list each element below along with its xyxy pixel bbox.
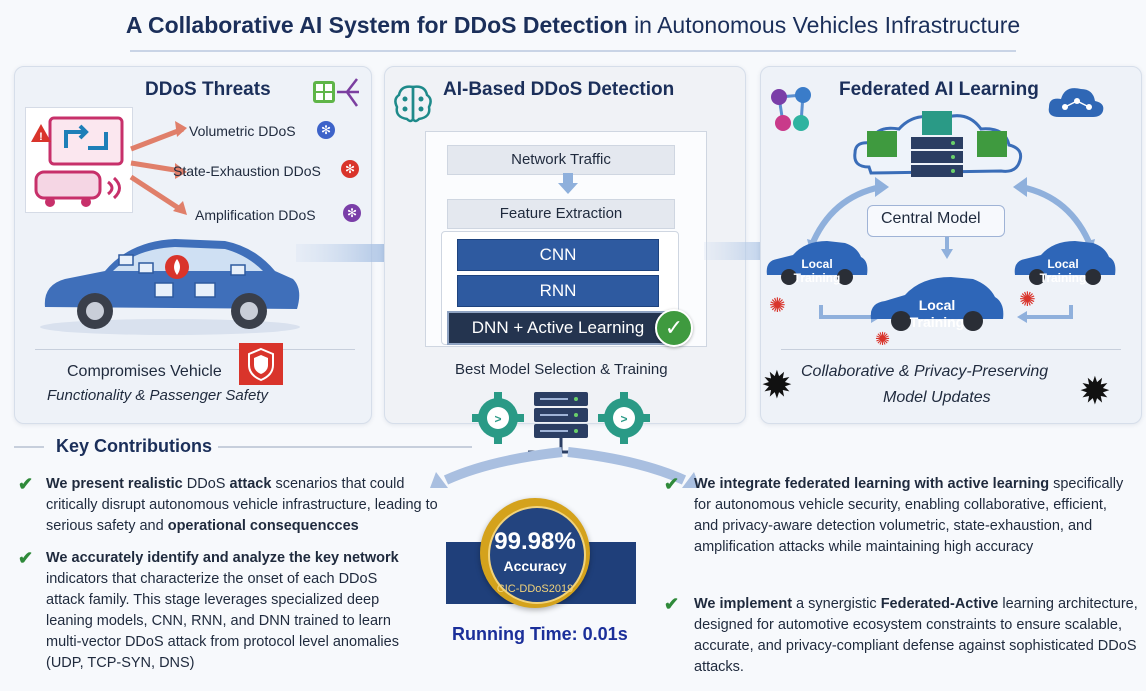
local-training-right: Local Training <box>1039 257 1087 285</box>
central-model-box <box>867 205 1005 237</box>
distribution-arrows <box>430 447 700 488</box>
volumetric-virus-icon: ✻ <box>317 121 335 139</box>
key-contributions-line-right <box>218 446 472 448</box>
threat-marker-right: ✺ <box>1019 289 1036 311</box>
panel-threats-title: DDoS Threats <box>145 79 271 100</box>
brain-circuit-icon <box>394 85 432 123</box>
check-icon-right-2: ✔ <box>664 594 680 614</box>
panel-ai-detection: AI-Based DDoS Detection Network Traffic … <box>384 66 746 424</box>
svg-text:!: ! <box>39 131 43 143</box>
central-model-label: Central Model <box>881 210 981 227</box>
key-contributions-heading: Key Contributions <box>56 436 212 456</box>
local-training-center: Local Training <box>909 297 965 330</box>
vehicle-left <box>766 241 868 285</box>
threats-divider <box>35 349 355 350</box>
accuracy-value: 99.98% <box>494 528 576 555</box>
network-traffic-box: Network Traffic <box>447 145 675 175</box>
panel-federated-title: Federated AI Learning <box>839 79 1039 100</box>
check-badge-icon: ✓ <box>655 309 693 347</box>
virus-icon-left: ✹ <box>761 365 793 407</box>
contribution-left-1: We present realistic DDoS attack scenari… <box>46 476 438 534</box>
title-bold: A Collaborative AI System for DDoS Detec… <box>125 12 628 38</box>
state-exhaustion-virus-icon: ✻ <box>341 160 359 178</box>
down-arrow <box>558 173 578 194</box>
federated-nodes-icon <box>771 87 811 131</box>
central-server-cloud <box>853 111 1023 177</box>
best-model-label: Best Model Selection & Training <box>455 361 668 378</box>
feature-extraction-box: Feature Extraction <box>447 199 675 229</box>
check-icon-left-1: ✔ <box>18 474 34 494</box>
accuracy-label: Accuracy <box>503 558 567 574</box>
federated-footer-line2: Model Updates <box>883 389 991 406</box>
threat-amplification: Amplification DDoS <box>195 207 316 223</box>
svg-text:>: > <box>620 412 627 426</box>
threat-state-exhaustion: State-Exhaustion DDoS <box>173 163 321 179</box>
attack-vehicle-icon: ! <box>25 107 133 213</box>
running-time: Running Time: 0.01s <box>452 624 628 644</box>
key-contributions-line-left <box>14 446 44 448</box>
threat-arrows <box>129 121 187 215</box>
contribution-left-2: We accurately identify and analyze the k… <box>46 550 399 671</box>
vehicle-center <box>870 277 1004 331</box>
contribution-right-1: We integrate federated learning with act… <box>694 476 1124 555</box>
federated-footer-line1: Collaborative & Privacy-Preserving <box>801 363 1049 380</box>
vehicle-right <box>1014 241 1116 285</box>
network-share-icon <box>313 78 359 107</box>
shield-alert-icon <box>239 343 283 385</box>
local-training-left: Local Training <box>793 257 841 285</box>
title-underline <box>130 50 1016 52</box>
cnn-model: CNN <box>457 239 659 271</box>
flow-arrow-1 <box>296 232 418 274</box>
threat-marker-left: ✺ <box>769 295 786 317</box>
page-title: A Collaborative AI System for DDoS Detec… <box>0 12 1146 39</box>
rnn-model: RNN <box>457 275 659 307</box>
federated-divider <box>781 349 1121 350</box>
panel-federated-learning: Federated AI Learning Central Model <box>760 66 1142 424</box>
svg-text:>: > <box>494 412 501 426</box>
check-icon-left-2: ✔ <box>18 548 34 568</box>
dataset-label: CIC-DDoS2019 <box>496 583 574 595</box>
title-light: in Autonomous Vehicles Infrastructure <box>634 12 1021 38</box>
threats-footer-line2: Functionality & Passenger Safety <box>47 387 268 404</box>
threat-marker-center: ✺ <box>875 329 891 349</box>
threats-footer-line1: Compromises Vehicle <box>67 363 222 380</box>
connected-car-illustration <box>40 239 300 335</box>
cloud-network-icon <box>1048 88 1104 117</box>
panel-detection-title: AI-Based DDoS Detection <box>443 79 675 100</box>
accuracy-medal <box>480 498 590 608</box>
dnn-active-learning-model: DNN + Active Learning <box>447 311 669 345</box>
threat-volumetric: Volumetric DDoS <box>189 123 296 139</box>
amplification-virus-icon: ✻ <box>343 204 361 222</box>
contribution-right-2: We implement a synergistic Federated-Act… <box>694 596 1138 675</box>
check-icon-right-1: ✔ <box>664 474 680 494</box>
virus-icon-right: ✹ <box>1079 371 1111 413</box>
